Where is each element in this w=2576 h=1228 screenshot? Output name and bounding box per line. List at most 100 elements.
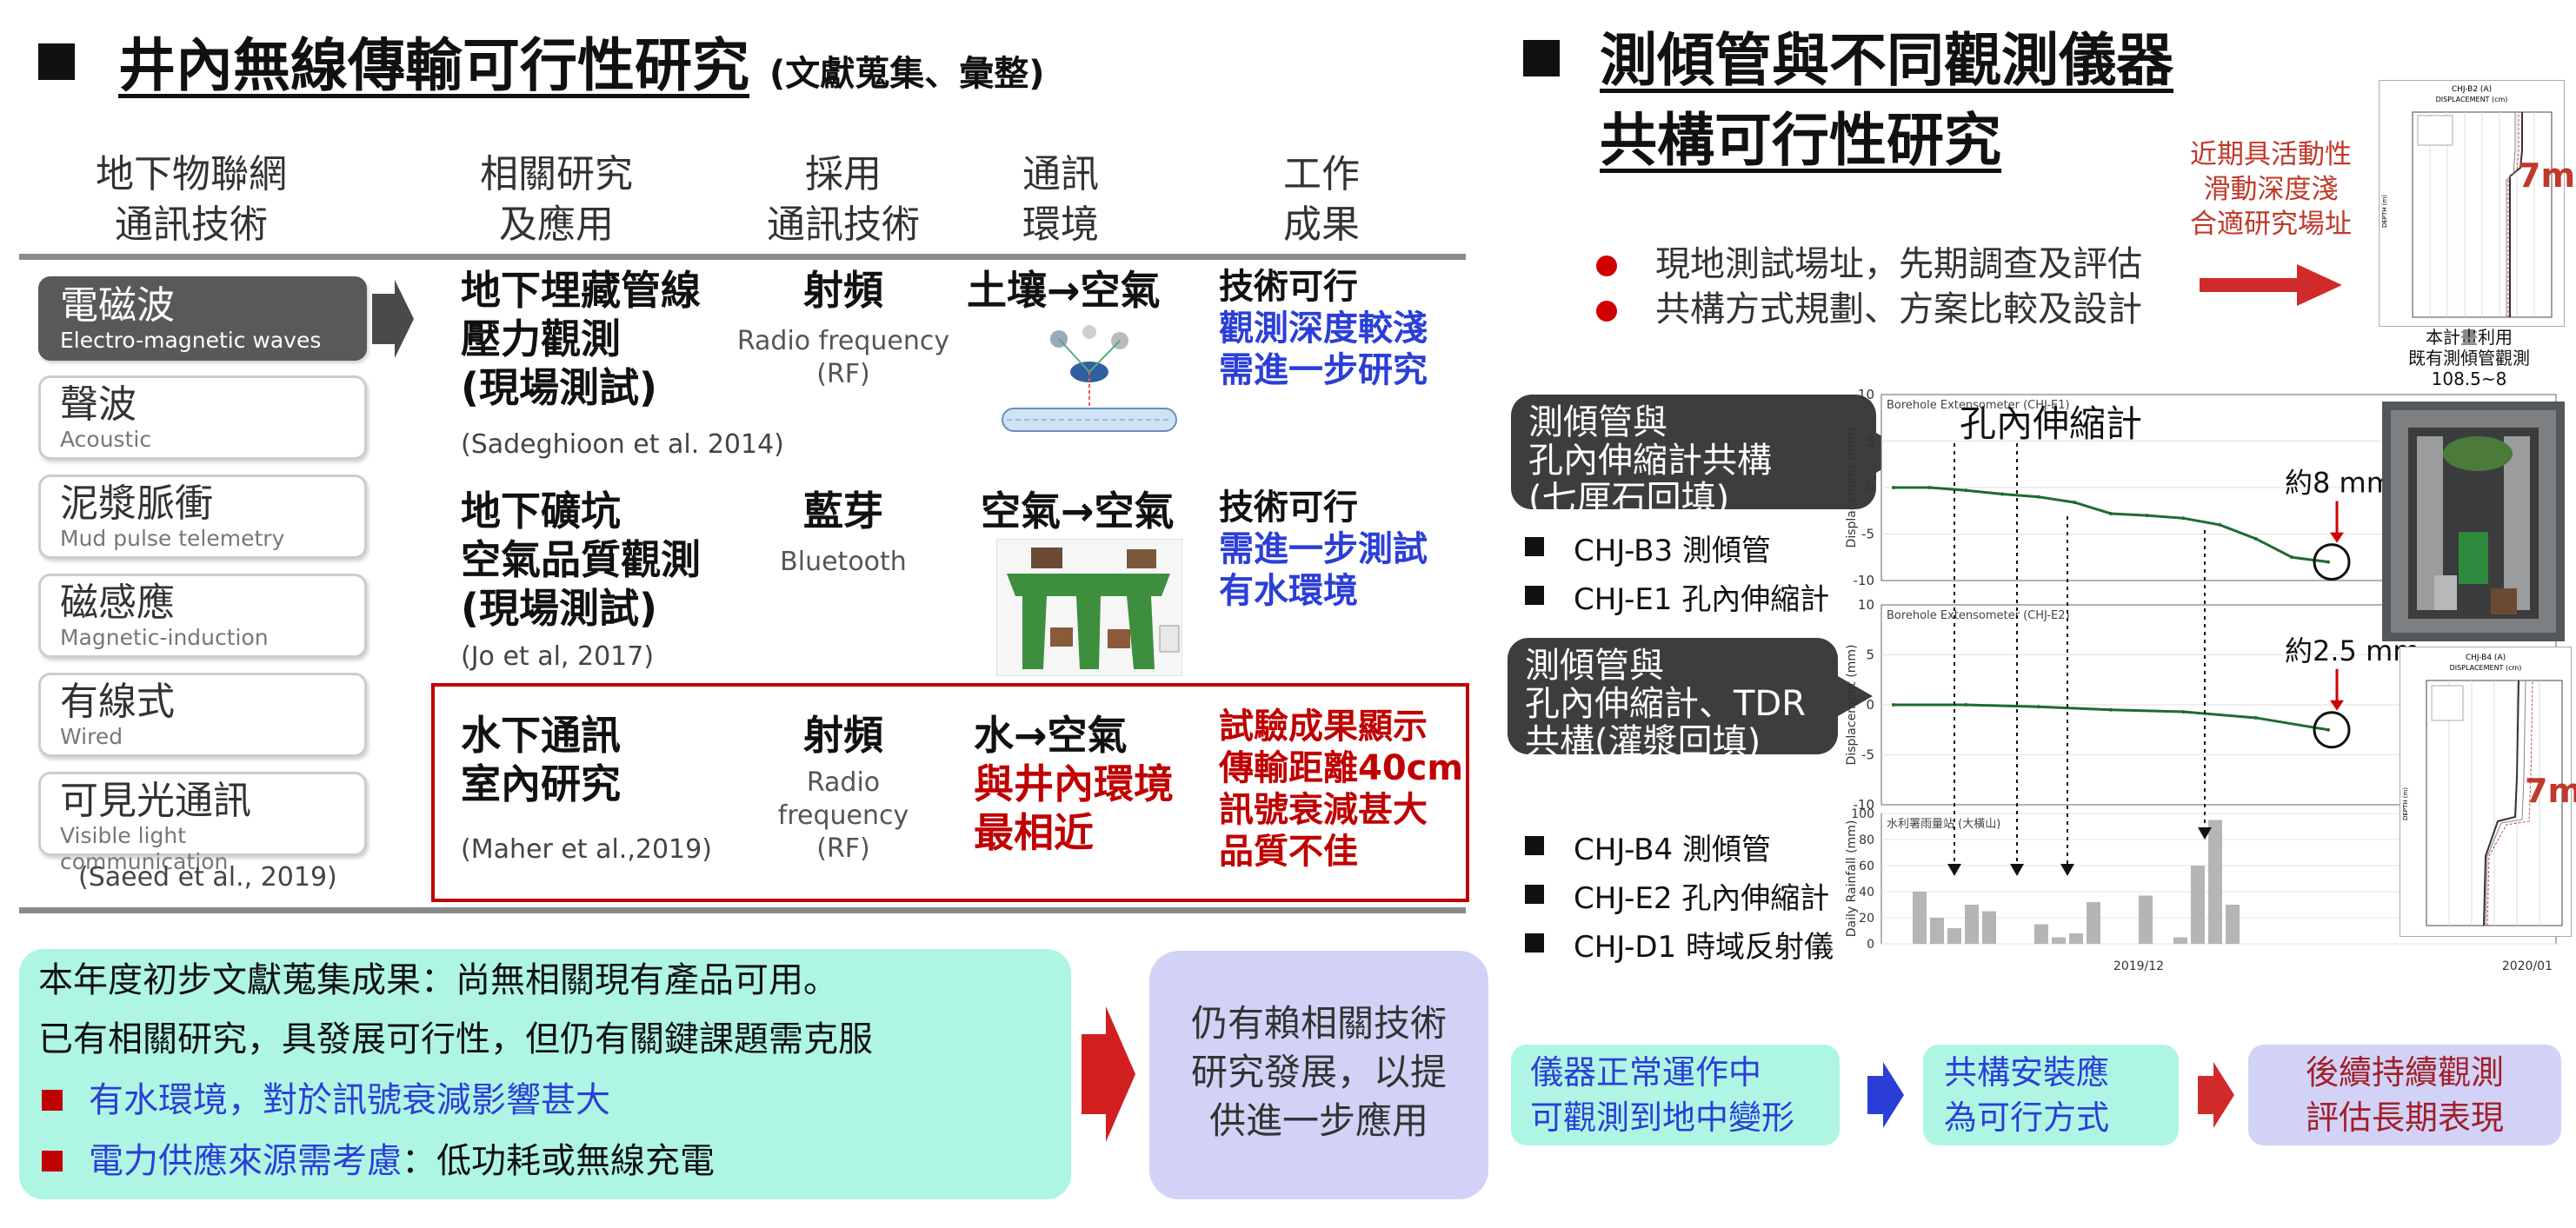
data-point [2000,492,2004,496]
callout-text: 約8 mm [2285,467,2393,500]
header-work-result: 工作成果 [1283,152,1360,247]
right-red-arrow-icon [2200,261,2342,313]
svg-text:DEPTH (m): DEPTH (m) [2402,787,2409,820]
chart-title: 水利署雨量站 (大橫山) [1887,818,2000,831]
tech-citation: (Saeed et al., 2019) [78,862,337,893]
group2-square-2 [1525,885,1544,904]
row3-tech: 射頻 Radio frequency (RF) [777,712,909,864]
tick-label: 10 [1858,387,1874,402]
data-point [2109,511,2113,515]
flow-text-1: 儀器正常運作中可觀測到地中變形 [1530,1053,1795,1137]
bubble-group1: 測傾管與孔內伸縮計共構(七厘石回填) [1511,395,1876,518]
row1-citation: (Sadeghioon et al. 2014) [461,429,784,460]
rain-bar [2087,902,2100,944]
svg-text:DEPTH (m): DEPTH (m) [2381,195,2388,228]
rain-bar [1982,911,1996,944]
summary-line1: 本年度初步文獻蒐集成果：尚無相關現有產品可用。 [38,960,838,1000]
right-bullet-2: 共構方式規劃、方案比較及設計 [1655,289,2142,329]
conclusion-text: 仍有賴相關技術研究發展，以提供進一步應用 [1190,1002,1447,1142]
rain-bar [2034,924,2048,944]
row2-tech: 藍芽 Bluetooth [780,488,907,577]
group2-item-2: CHJ-E2 孔內伸縮計 [1574,881,1830,916]
row1-env: 土壤→空氣 [967,267,1161,314]
row2-env: 空氣→空氣 [981,488,1175,534]
x-tick-label: 2019/12 [2113,959,2164,973]
group1-item-2: CHJ-E1 孔內伸縮計 [1574,582,1830,617]
data-point [1964,703,1968,707]
group1-item-1: CHJ-B3 測傾管 [1574,534,1771,568]
header-related-research: 相關研究及應用 [480,152,633,247]
rain-bar [2208,820,2222,944]
group1-square-2 [1525,586,1544,605]
tick-label: 0 [1866,697,1874,713]
row3-env: 水→空氣 與井內環境 最相近 [974,712,1174,856]
summary-arrow-icon [1082,1006,1135,1145]
highlight-circle [2313,711,2351,749]
tick-label: 40 [1859,886,1874,899]
y-axis-label: Daily Rainfall (mm) [1845,820,1859,938]
tick-label: -10 [1854,573,1875,588]
data-point [2181,710,2186,714]
rain-bar [1947,928,1961,944]
callout-arrowhead [2330,532,2344,543]
tick-label: 0 [1867,938,1874,952]
tick-label: -10 [1854,797,1875,813]
header-iot-tech: 地下物聯網通訊技術 [96,152,287,247]
data-point [2181,516,2186,521]
group2-square-1 [1525,836,1544,855]
tick-label: 100 [1851,807,1874,821]
flow-text-3: 後續持續觀測評估長期表現 [2305,1053,2504,1137]
rain-bar [1965,905,1979,944]
chart-title: Borehole Extensometer (CHJ-E1) [1887,399,2070,412]
group2-square-3 [1525,933,1544,953]
row2-study: 地下礦坑空氣品質觀測(現場測試) [461,488,701,632]
data-point [1892,486,1895,489]
group2-item-1: CHJ-B4 測傾管 [1574,833,1771,867]
data-point [1892,703,1895,707]
tick-label: 0 [1866,480,1874,495]
chart-annotation: 孔內伸縮計 [1960,402,2142,445]
conclusion-box [1149,951,1488,1199]
highlight-circle [2313,543,2351,581]
row3-result: 試驗成果顯示 傳輸距離40cm 訊號衰減甚大 品質不佳 [1219,707,1464,872]
data-point [2109,707,2113,712]
svg-text:CHJ-B2 (A): CHJ-B2 (A) [2452,85,2492,94]
right-title-bullet-square [1523,40,1560,76]
row1-tech: 射頻 Radio frequency (RF) [736,267,950,389]
row2-result: 技術可行 需進一步測試 有水環境 [1219,488,1428,611]
data-point [2218,522,2221,527]
header-comm-env: 通訊環境 [1022,152,1099,247]
tick-label: -5 [1861,527,1874,542]
svg-text:DISPLACEMENT (cm): DISPLACEMENT (cm) [2436,96,2508,103]
tick-label: 60 [1859,860,1874,873]
summary-bullet2-square [42,1151,63,1172]
flow-arrow-2-icon [2198,1062,2234,1132]
rain-bar [1913,892,1927,944]
rain-bar [2052,937,2066,944]
x-tick-label: 2020/01 [2502,959,2553,973]
tick-label: -5 [1861,747,1874,763]
rain-bar [2191,866,2205,944]
data-point [2326,560,2330,564]
data-point [2253,536,2258,541]
y-axis-label: Displacement (mm) [1845,428,1859,548]
row3-highlight-box [431,683,1469,902]
event-arrowhead [2060,864,2074,876]
event-arrowhead [2198,827,2212,840]
table-top-rule [19,254,1466,260]
group1-square-1 [1525,537,1544,556]
inclinometer-chart-bottom: CHJ-B4 (A) DISPLACEMENT (cm) DEPTH (m) [2400,647,2572,937]
mine-tunnel-diagram [995,538,1183,680]
summary-bullet1: 有水環境，對於訊號衰減影響甚大 [89,1080,610,1120]
bubble-group2-tail [1838,676,1873,720]
flow-arrow-1-icon [1867,1062,1904,1132]
data-point [1927,486,1932,489]
